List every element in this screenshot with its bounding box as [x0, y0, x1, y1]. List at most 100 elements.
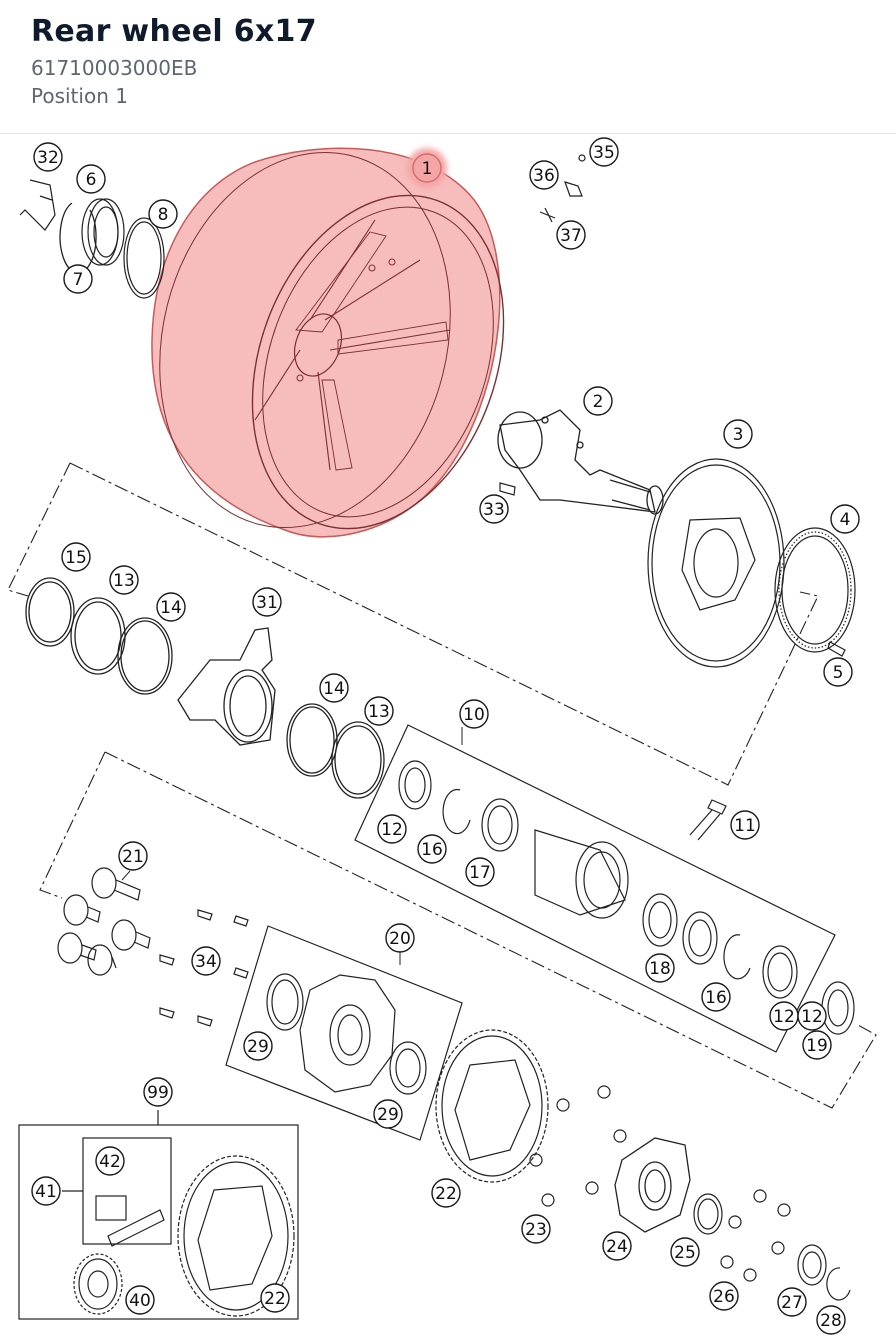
callout-circle[interactable]	[830, 504, 860, 534]
callout-7[interactable]: 7	[63, 264, 93, 294]
callout-circle[interactable]	[191, 946, 221, 976]
part-rim-highlighted[interactable]	[121, 121, 547, 564]
callout-29[interactable]: 29	[243, 1031, 273, 1061]
callout-23[interactable]: 23	[521, 1214, 551, 1244]
callout-circle[interactable]	[816, 1305, 846, 1335]
callout-22[interactable]: 22	[260, 1283, 290, 1313]
part-nuts-23[interactable]	[529, 1085, 627, 1207]
part-bolt-33[interactable]	[499, 482, 516, 496]
callout-circle[interactable]	[364, 696, 394, 726]
callout-27[interactable]: 27	[777, 1287, 807, 1317]
callout-32[interactable]: 32	[33, 142, 63, 172]
part-nuts-26[interactable]	[720, 1189, 791, 1282]
callout-15[interactable]: 15	[61, 542, 91, 572]
part-rear-sprocket-22-kit[interactable]	[177, 1155, 295, 1317]
part-washer-25[interactable]	[693, 1193, 723, 1235]
part-dampers-21[interactable]	[57, 867, 151, 976]
callout-circle[interactable]	[385, 923, 415, 953]
callout-41[interactable]: 41	[31, 1176, 61, 1206]
callout-10[interactable]: 10	[459, 699, 489, 729]
callout-circle[interactable]	[602, 1231, 632, 1261]
callout-circle[interactable]	[95, 1146, 125, 1176]
part-caliper-bracket-31[interactable]	[177, 627, 276, 746]
callout-11[interactable]: 11	[730, 810, 760, 840]
callout-19[interactable]: 19	[802, 1030, 832, 1060]
callout-circle[interactable]	[823, 657, 853, 687]
callout-circle[interactable]	[529, 160, 559, 190]
callout-circle[interactable]	[156, 592, 186, 622]
callout-5[interactable]: 5	[823, 657, 853, 687]
callout-circle[interactable]	[143, 1077, 173, 1107]
callout-circle[interactable]	[243, 1031, 273, 1061]
callout-circle[interactable]	[589, 137, 619, 167]
callout-circle[interactable]	[109, 565, 139, 595]
callout-circle[interactable]	[645, 953, 675, 983]
callout-circle[interactable]	[521, 1214, 551, 1244]
callout-4[interactable]: 4	[830, 504, 860, 534]
callout-circle[interactable]	[777, 1287, 807, 1317]
callout-16[interactable]: 16	[701, 982, 731, 1012]
callout-28[interactable]: 28	[816, 1305, 846, 1335]
callout-circle[interactable]	[417, 834, 447, 864]
part-rings-middle[interactable]	[286, 703, 385, 799]
callout-26[interactable]: 26	[709, 1281, 739, 1311]
callout-circle[interactable]	[723, 419, 753, 449]
callout-29[interactable]: 29	[373, 1099, 403, 1129]
callout-circle[interactable]	[76, 164, 106, 194]
part-circlip-28[interactable]	[826, 1267, 851, 1301]
callout-31[interactable]: 31	[252, 587, 282, 617]
callout-14[interactable]: 14	[319, 673, 349, 703]
callout-25[interactable]: 25	[670, 1237, 700, 1267]
callout-circle[interactable]	[148, 199, 178, 229]
callout-circle[interactable]	[701, 982, 731, 1012]
callout-circle[interactable]	[797, 1001, 827, 1031]
callout-circle[interactable]	[33, 142, 63, 172]
callout-circle[interactable]	[709, 1281, 739, 1311]
callout-12[interactable]: 12	[377, 814, 407, 844]
callout-8[interactable]: 8	[148, 199, 178, 229]
callout-36[interactable]: 36	[529, 160, 559, 190]
part-chain-link-42[interactable]	[95, 1195, 165, 1247]
callout-6[interactable]: 6	[76, 164, 106, 194]
callout-33[interactable]: 33	[479, 494, 509, 524]
callout-12[interactable]: 12	[769, 1001, 799, 1031]
callout-circle[interactable]	[802, 1030, 832, 1060]
callout-14[interactable]: 14	[156, 592, 186, 622]
part-bearing-7[interactable]	[81, 198, 125, 266]
callout-22[interactable]: 22	[431, 1178, 461, 1208]
callout-13[interactable]: 13	[364, 696, 394, 726]
callout-circle[interactable]	[319, 673, 349, 703]
part-sprocket-carrier-20[interactable]	[266, 973, 427, 1095]
callout-circle[interactable]	[583, 386, 613, 416]
callout-13[interactable]: 13	[109, 565, 139, 595]
callout-99[interactable]: 99	[143, 1077, 173, 1107]
part-bolts-34[interactable]	[159, 909, 249, 1027]
callout-18[interactable]: 18	[645, 953, 675, 983]
callout-circle[interactable]	[63, 264, 93, 294]
callout-1-selected[interactable]: 1	[407, 148, 447, 188]
part-screw-5[interactable]	[827, 641, 846, 657]
callout-circle[interactable]	[730, 810, 760, 840]
callout-3[interactable]: 3	[723, 419, 753, 449]
callout-circle[interactable]	[31, 1176, 61, 1206]
callout-40[interactable]: 40	[125, 1285, 155, 1315]
callout-17[interactable]: 17	[465, 857, 495, 887]
callout-circle[interactable]	[465, 857, 495, 887]
callout-37[interactable]: 37	[556, 220, 586, 250]
part-axle-hub-2[interactable]	[497, 409, 664, 515]
callout-circle[interactable]	[670, 1237, 700, 1267]
part-front-sprocket-40[interactable]	[73, 1253, 123, 1315]
part-brake-disc-3[interactable]	[647, 458, 785, 668]
callout-42[interactable]: 42	[95, 1146, 125, 1176]
callout-circle[interactable]	[459, 699, 489, 729]
part-flange-24[interactable]	[614, 1137, 691, 1233]
callout-circle[interactable]	[118, 841, 148, 871]
callout-20[interactable]: 20	[385, 923, 415, 953]
part-clip-32[interactable]	[19, 179, 56, 231]
callout-12[interactable]: 12	[797, 1001, 827, 1031]
callout-2[interactable]: 2	[583, 386, 613, 416]
callout-circle[interactable]	[556, 220, 586, 250]
callout-circle[interactable]	[260, 1283, 290, 1313]
part-hub-10-contents[interactable]	[398, 760, 798, 999]
callout-circle[interactable]	[125, 1285, 155, 1315]
